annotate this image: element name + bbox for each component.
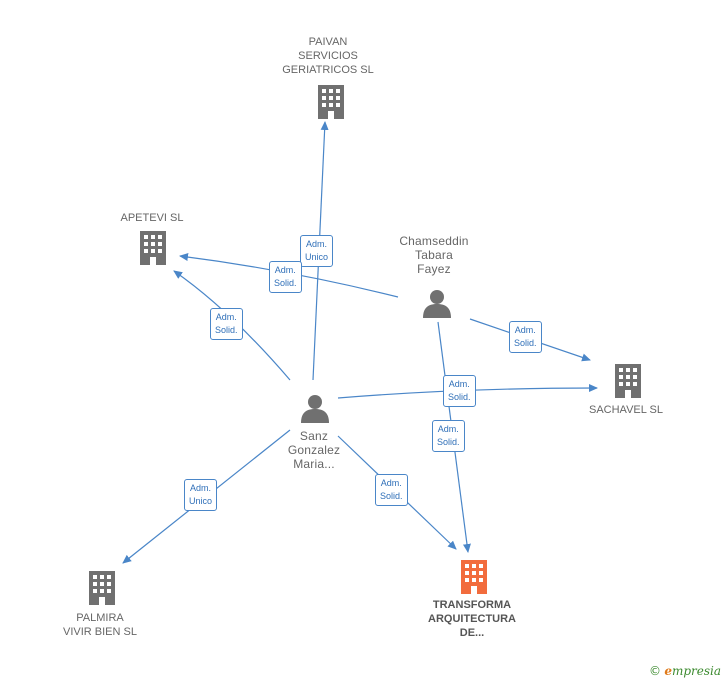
building-icon[interactable] <box>139 231 167 270</box>
building-icon[interactable] <box>614 364 642 403</box>
edge-label-chamseddin-transforma[interactable]: Adm. Solid. <box>432 420 465 452</box>
edge-label-sanz-sachavel[interactable]: Adm. Solid. <box>443 375 476 407</box>
brand-logo: empresia <box>664 664 722 678</box>
building-icon[interactable] <box>88 571 116 610</box>
edge-label-sanz-transforma[interactable]: Adm. Solid. <box>375 474 408 506</box>
building-icon-highlighted[interactable] <box>460 560 488 599</box>
edge-label-sanz-apetevi[interactable]: Adm. Solid. <box>210 308 243 340</box>
building-icon[interactable] <box>317 85 345 124</box>
node-label-palmira: PALMIRA VIVIR BIEN SL <box>63 612 137 638</box>
node-label-paivan: PAIVAN SERVICIOS GERIATRICOS SL <box>282 36 374 76</box>
node-label-chamseddin: Chamseddin Tabara Fayez <box>399 234 469 276</box>
node-label-apetevi: APETEVI SL <box>120 212 184 224</box>
node-label-sanz: Sanz Gonzalez Maria... <box>287 429 341 471</box>
edge-label-sanz-paivan[interactable]: Adm. Unico <box>300 235 334 267</box>
copyright-icon: © <box>649 664 661 678</box>
person-icon[interactable] <box>422 288 452 323</box>
footer-brand: © empresia <box>649 664 721 678</box>
person-icon[interactable] <box>300 393 330 428</box>
edge-label-sanz-palmira[interactable]: Adm. Unico <box>184 479 218 511</box>
node-label-sachavel: SACHAVEL SL <box>589 404 663 416</box>
edge-label-chamseddin-apetevi[interactable]: Adm. Solid. <box>269 261 302 293</box>
node-label-transforma: TRANSFORMA ARQUITECTURA DE... <box>428 599 516 639</box>
edge-label-chamseddin-sachavel[interactable]: Adm. Solid. <box>509 321 542 353</box>
